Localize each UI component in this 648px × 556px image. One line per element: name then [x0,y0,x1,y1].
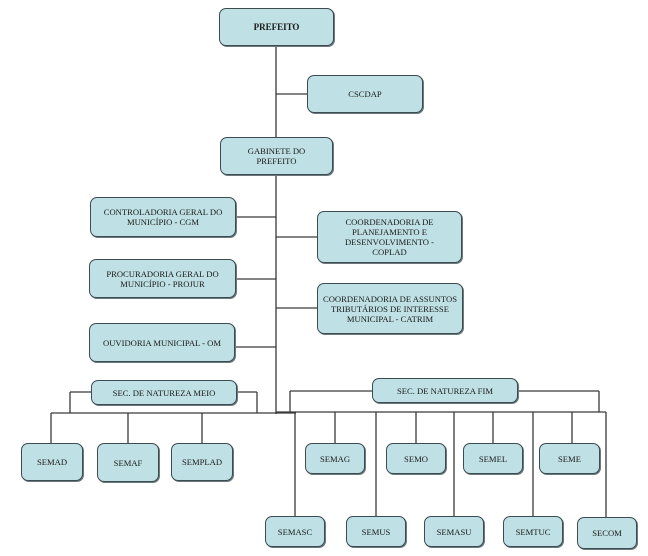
node-label: SEMUS [361,526,391,537]
node-om[interactable]: OUVIDORIA MUNICIPAL - OM [89,323,235,362]
node-semaf[interactable]: SEMAF [97,443,159,482]
node-label: CONTROLADORIA GERAL DO MUNICÍPIO - CGM [103,207,223,227]
node-label: PROCURADORIA GERAL DO MUNICÍPIO - PROJUR [106,268,219,289]
node-cgm[interactable]: CONTROLADORIA GERAL DO MUNICÍPIO - CGM [90,197,236,237]
node-semo[interactable]: SEMO [386,443,446,474]
node-catrim[interactable]: COORDENADORIA DE ASSUNTOS TRIBUTÁRIOS DE… [317,283,463,334]
node-seme[interactable]: SEME [539,443,600,474]
node-coplad[interactable]: COORDENADORIA DE PLANEJAMENTO E DESENVOL… [317,211,462,263]
node-semplad[interactable]: SEMPLAD [171,443,233,481]
node-semasc[interactable]: SEMASC [265,516,325,547]
node-label: SEME [558,453,581,464]
node-label: COORDENADORIA DE PLANEJAMENTO E DESENVOL… [344,217,435,257]
node-label: SEC. DE NATUREZA MEIO [112,387,216,398]
node-label: GABINETE DO PREFEITO [247,146,306,166]
node-label: OUVIDORIA MUNICIPAL - OM [102,337,221,348]
node-sec-fim[interactable]: SEC. DE NATUREZA FIM [372,378,518,403]
node-label: SEMASC [277,526,313,537]
node-label: PREFEITO [253,22,300,32]
node-label: SECOM [592,528,622,538]
node-label: SEMO [404,453,428,464]
node-semad[interactable]: SEMAD [21,443,83,481]
node-gabinete[interactable]: GABINETE DO PREFEITO [220,137,333,175]
node-secom[interactable]: SECOM [577,517,637,549]
node-semag[interactable]: SEMAG [305,443,365,474]
node-label: SEMASU [436,526,472,537]
node-semus[interactable]: SEMUS [346,516,406,547]
node-cscdap[interactable]: CSCDAP [307,75,423,113]
node-label: SEMTUC [515,526,551,537]
node-label: SEMAG [319,453,351,464]
node-projur[interactable]: PROCURADORIA GERAL DO MUNICÍPIO - PROJUR [89,259,236,298]
node-label: SEC. DE NATUREZA FIM [397,385,493,396]
node-label: COORDENADORIA DE ASSUNTOS TRIBUTÁRIOS DE… [322,293,458,324]
node-label: CSCDAP [348,89,382,99]
node-label: SEMPLAD [181,457,223,467]
node-semel[interactable]: SEMEL [463,443,523,474]
node-sec-meio[interactable]: SEC. DE NATUREZA MEIO [91,380,237,405]
node-semasu[interactable]: SEMASU [424,516,484,547]
node-label: SEMEL [478,453,508,464]
node-label: SEMAD [36,457,68,467]
node-label: SEMAF [113,457,143,468]
node-prefeito[interactable]: PREFEITO [219,8,334,46]
node-semtuc[interactable]: SEMTUC [503,516,563,547]
